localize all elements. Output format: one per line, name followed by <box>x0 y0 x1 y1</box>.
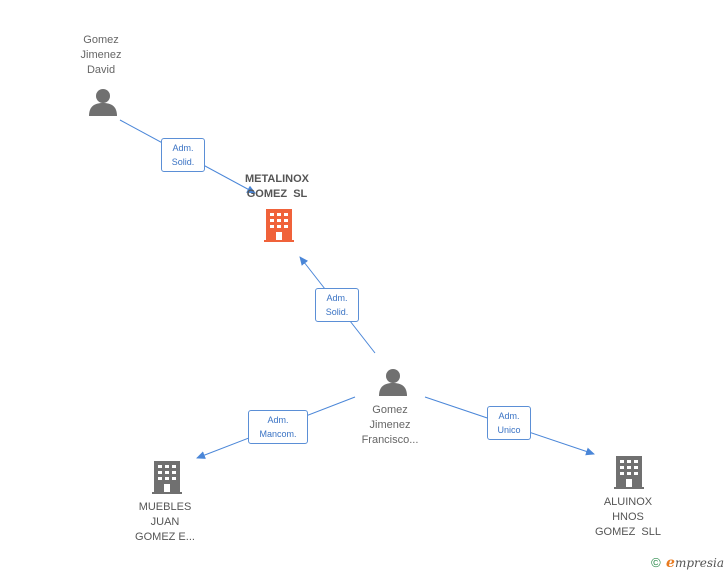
edge-label-line: Solid. <box>325 307 349 317</box>
person-icon[interactable] <box>89 89 117 116</box>
person-label-david[interactable]: Gomez Jimenez David <box>61 33 141 78</box>
label-line: Jimenez <box>369 419 411 431</box>
company-label-aluinox[interactable]: ALUINOX HNOS GOMEZ SLL <box>578 495 678 540</box>
edge-label-line: Adm. <box>267 415 289 425</box>
label-line: Gomez <box>83 34 119 46</box>
person-icon[interactable] <box>379 369 407 396</box>
label-line: JUAN <box>150 516 180 528</box>
edge-label-line: Unico <box>497 425 521 435</box>
copyright-icon: © <box>651 555 661 570</box>
label-line: HNOS <box>612 511 644 523</box>
edge-label-david-metalinox: Adm. Solid. <box>161 138 205 172</box>
company-label-metalinox[interactable]: METALINOX GOMEZ SL <box>222 172 332 202</box>
person-label-francisco[interactable]: Gomez Jimenez Francisco... <box>340 403 440 448</box>
label-line: GOMEZ SLL <box>594 526 662 538</box>
edge-label-francisco-muebles: Adm. Mancom. <box>248 410 308 444</box>
label-line: METALINOX <box>245 173 309 185</box>
building-icon[interactable] <box>152 461 182 494</box>
company-label-muebles[interactable]: MUEBLES JUAN GOMEZ E... <box>115 500 215 545</box>
edge-label-line: Adm. <box>172 143 194 153</box>
building-icon[interactable] <box>614 456 644 489</box>
edge-label-francisco-metalinox: Adm. Solid. <box>315 288 359 322</box>
label-line: MUEBLES <box>138 501 192 513</box>
edge-label-line: Adm. <box>498 411 520 421</box>
empresia-watermark[interactable]: © empresia <box>651 555 724 571</box>
edge-label-line: Mancom. <box>259 429 297 439</box>
edge-label-line: Solid. <box>171 157 195 167</box>
building-icon[interactable] <box>264 209 294 242</box>
brand-name: mpresia <box>674 556 724 570</box>
label-line: David <box>86 64 116 76</box>
brand-logo: empresia <box>666 555 724 571</box>
edge-label-line: Adm. <box>326 293 348 303</box>
label-line: Jimenez <box>80 49 122 61</box>
label-line: GOMEZ E... <box>135 531 195 543</box>
label-line: Gomez <box>372 404 408 416</box>
brand-initial: e <box>666 555 675 571</box>
label-line: ALUINOX <box>603 496 653 508</box>
label-line: Francisco... <box>361 434 419 446</box>
label-line: GOMEZ SL <box>246 188 308 200</box>
edge-label-francisco-aluinox: Adm. Unico <box>487 406 531 440</box>
